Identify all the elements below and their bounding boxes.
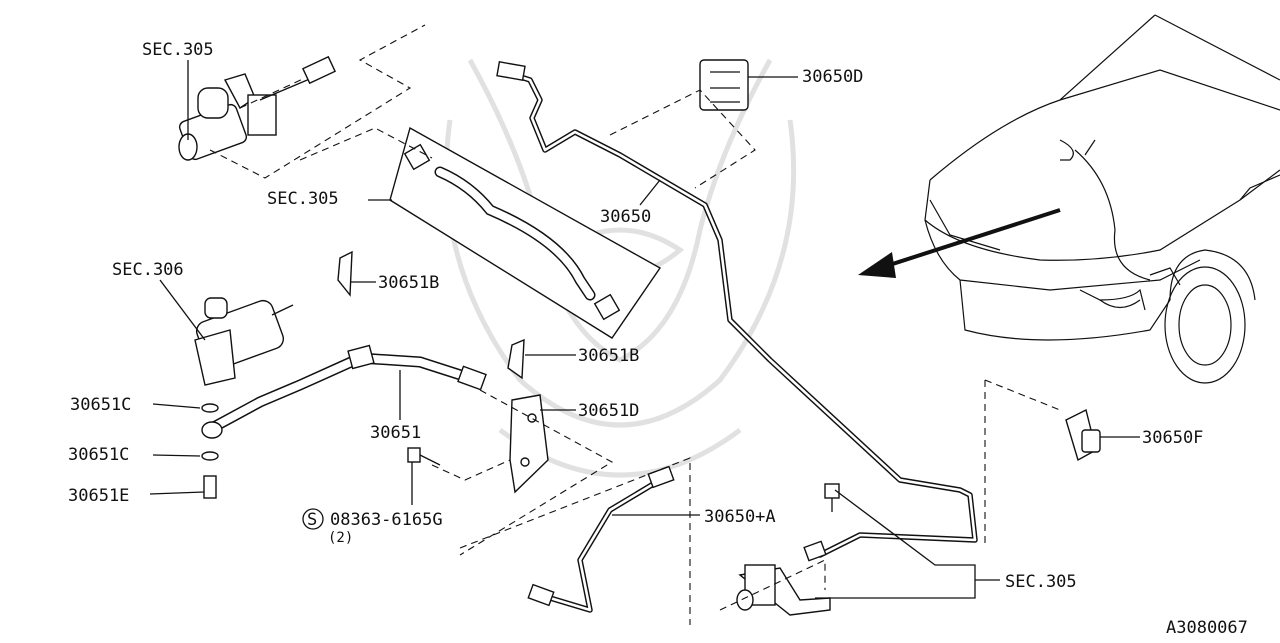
label-30651: 30651 — [370, 423, 421, 443]
label-sec305-mid: SEC.305 — [267, 189, 339, 209]
label-30651E: 30651E — [68, 486, 129, 506]
label-30650F: 30650F — [1142, 428, 1203, 448]
label-30651C-lower: 30651C — [68, 445, 129, 465]
label-30651B-upper: 30651B — [378, 273, 439, 293]
bracket-30651B-lower — [507, 338, 525, 380]
location-arrow — [858, 208, 1061, 278]
label-sec306: SEC.306 — [112, 260, 184, 280]
label-08363-6165G: 08363-6165G — [330, 510, 443, 530]
bolt-symbol-circle — [302, 508, 324, 530]
bolt-symbol-letter: S — [307, 510, 317, 530]
junction-bracket — [719, 379, 1061, 616]
bracket-30651D — [431, 389, 614, 556]
label-bolt-qty: (2) — [328, 530, 353, 546]
clutch-operating-cylinder — [194, 297, 487, 499]
hose-panel — [299, 126, 662, 339]
bracket-30651B-upper — [337, 250, 353, 297]
diagram-code: A3080067 — [1166, 618, 1248, 638]
label-30650A: 30650+A — [704, 507, 776, 527]
clip-30650D — [609, 59, 756, 189]
bolt-08363-6165G — [407, 447, 441, 466]
vehicle-outline — [924, 14, 1280, 384]
clutch-tube-30650A — [459, 457, 691, 625]
label-30651D: 30651D — [578, 401, 639, 421]
clip-30650F — [1065, 408, 1101, 462]
label-sec305-bottom: SEC.305 — [1005, 572, 1077, 592]
label-30650: 30650 — [600, 207, 651, 227]
clutch-tube-30650 — [496, 61, 978, 558]
label-sec305-top: SEC.305 — [142, 40, 214, 60]
clutch-master-cylinder — [178, 24, 426, 179]
label-30651B-lower: 30651B — [578, 346, 639, 366]
label-30650D: 30650D — [802, 67, 863, 87]
leader-lines — [149, 60, 1140, 599]
label-30651C-upper: 30651C — [70, 395, 131, 415]
